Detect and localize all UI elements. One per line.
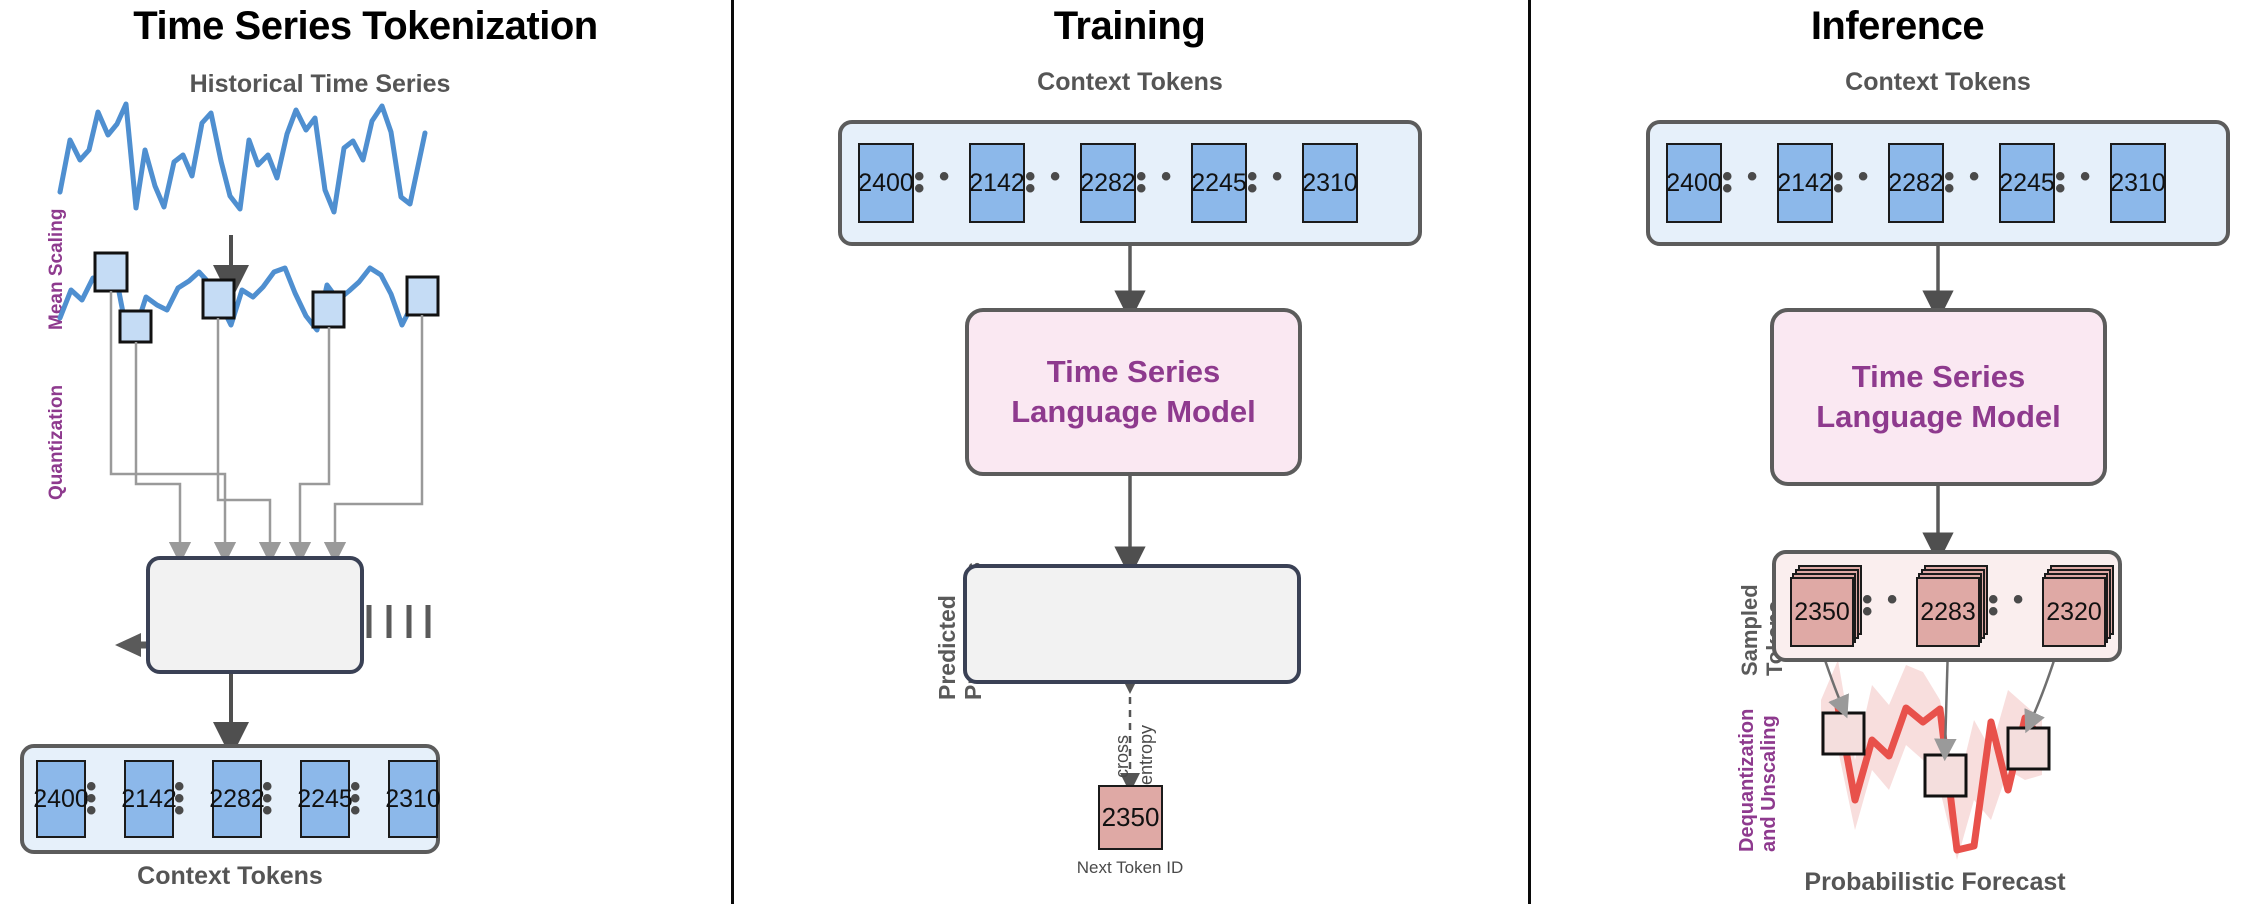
token-cell[interactable]: 2142 <box>121 760 177 838</box>
sampled-token-ellipsis: • • • <box>1862 583 1901 628</box>
token-cell[interactable]: 2282 <box>209 760 265 838</box>
dequantization-line1: Dequantization <box>1736 708 1758 852</box>
token-cell[interactable]: 2310 <box>385 760 441 838</box>
next-token-box[interactable]: 2350 <box>1098 785 1163 850</box>
panel-divider-2 <box>1528 0 1531 904</box>
predicted-probabilities-line1: Predicted <box>934 595 960 700</box>
historical-series-path <box>57 101 428 215</box>
token-ellipsis: • • • <box>1025 160 1064 205</box>
sample-box-5 <box>405 275 440 317</box>
predicted-probabilities-box <box>963 564 1301 684</box>
sample-box-1 <box>93 251 129 293</box>
token-cell[interactable]: 2400 <box>33 760 89 838</box>
quant-connector-5 <box>323 315 424 565</box>
panel-title-tokenization: Time Series Tokenization <box>133 4 598 48</box>
quantization-box <box>146 556 364 674</box>
token-cell[interactable]: 2400 <box>1666 143 1722 223</box>
inference-model-label-line2: Language Model <box>1816 399 2061 434</box>
token-ellipsis: • • • <box>914 160 953 205</box>
training-context-tokens-label: Context Tokens <box>1037 68 1223 96</box>
token-ellipsis: • • • <box>1944 160 1983 205</box>
sampled-tokens-line1: Sampled <box>1737 584 1762 676</box>
scaled-series-path <box>57 263 423 334</box>
quant-connector-1 <box>109 291 237 565</box>
token-cell[interactable]: 2142 <box>969 143 1025 223</box>
dequant-box-3 <box>2006 726 2051 771</box>
dequantization-line2: and Unscaling <box>1758 715 1781 852</box>
token-cell[interactable]: 2245 <box>1191 143 1247 223</box>
training-model-label-line1: Time Series <box>1046 354 1221 390</box>
token-cell[interactable]: 2310 <box>2110 143 2166 223</box>
inference-context-tokens-label: Context Tokens <box>1845 68 2031 96</box>
probabilistic-forecast-label: Probabilistic Forecast <box>1804 868 2066 896</box>
quant-connector-3 <box>216 318 282 565</box>
inference-model-label-line1: Time Series <box>1851 359 2026 395</box>
sampled-token-stack[interactable]: 2350 <box>1790 565 1862 647</box>
dequant-box-1 <box>1821 711 1866 756</box>
panel-title-training: Training <box>1053 4 1206 48</box>
quant-connector-4 <box>288 327 331 565</box>
inference-model-box[interactable]: Time Series Language Model <box>1770 308 2107 486</box>
tokenization-context-tokens-label: Context Tokens <box>137 862 323 890</box>
quant-connector-2 <box>134 342 192 565</box>
token-ellipsis: • • • <box>262 770 276 827</box>
sample-box-4 <box>311 290 346 329</box>
token-ellipsis: • • • <box>1722 160 1761 205</box>
sampled-token-stack[interactable]: 2320 <box>2042 565 2114 647</box>
sample-box-3 <box>201 278 236 320</box>
dequant-box-2 <box>1923 753 1968 798</box>
cross-entropy-label-line2: entropy <box>1136 724 1156 785</box>
next-token-caption: Next Token ID <box>1076 858 1184 877</box>
historical-series-label: Historical Time Series <box>189 70 451 98</box>
sample-box-2 <box>118 309 153 344</box>
inference-token-row: 2400 • • • 2142 • • • 2282 • • • 2245 • … <box>1666 143 2166 223</box>
token-cell[interactable]: 2310 <box>1302 143 1358 223</box>
token-cell[interactable]: 2245 <box>297 760 353 838</box>
token-cell[interactable]: 2282 <box>1080 143 1136 223</box>
training-model-box[interactable]: Time Series Language Model <box>965 308 1302 476</box>
token-ellipsis: • • • <box>350 770 364 827</box>
training-token-row: 2400 • • • 2142 • • • 2282 • • • 2245 • … <box>858 143 1358 223</box>
token-ellipsis: • • • <box>1247 160 1286 205</box>
tokenization-token-row: 2400 • • • 2142 • • • 2282 • • • 2245 • … <box>33 760 441 838</box>
token-cell[interactable]: 2400 <box>858 143 914 223</box>
sampled-token-cell[interactable]: 2350 <box>1790 577 1854 647</box>
token-ellipsis: • • • <box>86 770 100 827</box>
cross-entropy-label-line1: cross <box>1112 734 1132 778</box>
sampled-token-row: 2350 • • • 2283 • • • 2320 <box>1790 565 2114 647</box>
sampled-token-cell[interactable]: 2320 <box>2042 577 2106 647</box>
forecast-line <box>1834 703 2046 854</box>
panel-divider-1 <box>731 0 734 904</box>
sampled-token-ellipsis: • • • <box>1988 583 2027 628</box>
sampled-token-cell[interactable]: 2283 <box>1916 577 1980 647</box>
token-ellipsis: • • • <box>1136 160 1175 205</box>
token-ellipsis: • • • <box>2055 160 2094 205</box>
token-ellipsis: • • • <box>174 770 188 827</box>
panel-title-inference: Inference <box>1810 4 1985 48</box>
token-ellipsis: • • • <box>1833 160 1872 205</box>
training-model-label-line2: Language Model <box>1011 394 1256 429</box>
dequantization-label: Dequantization and Unscaling <box>1736 709 1781 852</box>
token-cell[interactable]: 2142 <box>1777 143 1833 223</box>
token-cell[interactable]: 2245 <box>1999 143 2055 223</box>
token-cell[interactable]: 2282 <box>1888 143 1944 223</box>
sampled-token-stack[interactable]: 2283 <box>1916 565 1988 647</box>
